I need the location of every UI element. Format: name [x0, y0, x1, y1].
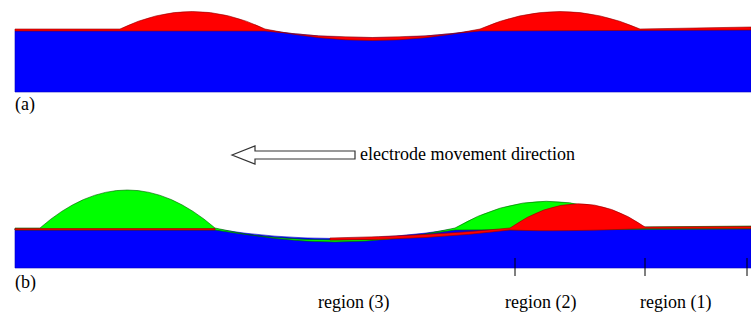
weld-bead-first: [15, 204, 751, 240]
region-tick: [515, 258, 516, 276]
weld-bead-first: [15, 12, 751, 41]
region-label: region (1): [640, 292, 711, 313]
base-metal: [15, 228, 751, 268]
region-label: region (2): [505, 292, 576, 313]
direction-arrow: [232, 146, 355, 164]
weld-bead-second: [15, 190, 751, 242]
region-tick: [747, 258, 748, 276]
region-label: region (3): [318, 292, 389, 313]
panel-label: (b): [15, 272, 36, 293]
region-tick: [645, 258, 646, 276]
direction-label: electrode movement direction: [360, 144, 575, 165]
panel-label: (a): [15, 94, 35, 115]
